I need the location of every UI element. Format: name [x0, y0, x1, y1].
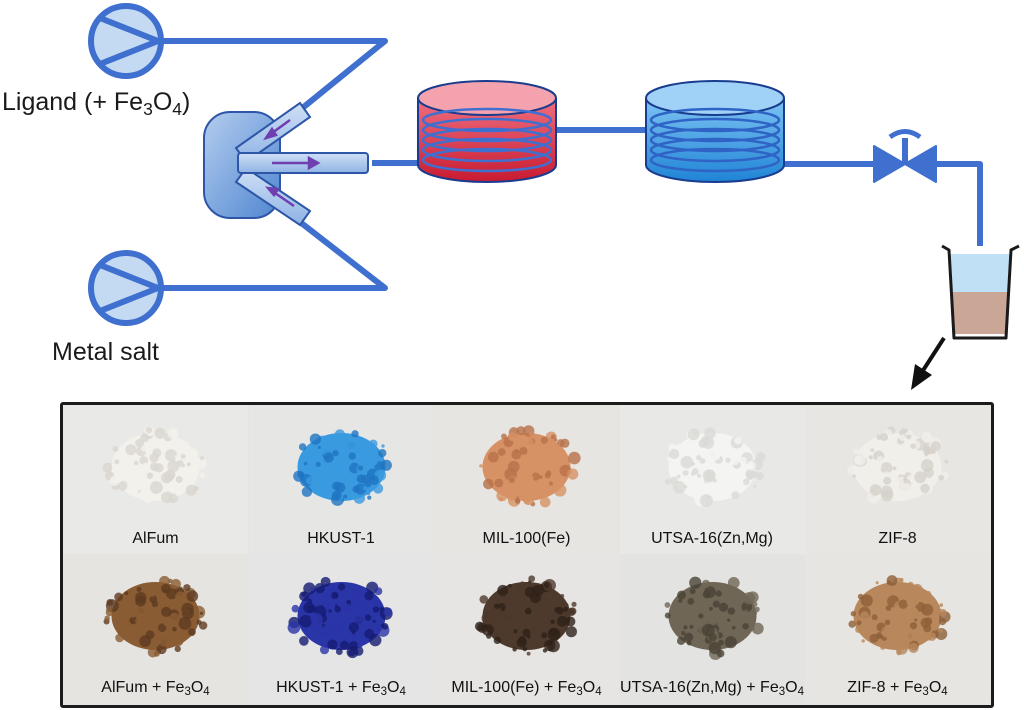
powder-pile-image — [847, 426, 949, 504]
sample-caption: AlFum — [63, 530, 248, 548]
sample-name: ZIF-8 + Fe — [847, 679, 923, 696]
powder-pile-image — [664, 576, 764, 661]
sample-photo: AlFum — [63, 405, 248, 554]
sample-name: AlFum — [132, 530, 179, 547]
powder-pile-image — [479, 425, 581, 508]
metal-salt-label: Metal salt — [52, 338, 159, 366]
sample-caption: ZIF-8 + Fe3O4 — [847, 679, 948, 698]
sample-name: UTSA-16(Zn,Mg) — [651, 530, 773, 547]
powder-pile-image — [848, 575, 951, 656]
ligand-pump-icon — [88, 3, 164, 79]
collection-beaker-icon — [941, 244, 1020, 340]
sample-photo: UTSA-16(Zn,Mg) + Fe3O4 — [619, 554, 805, 703]
cooling-reactor-icon — [645, 80, 785, 183]
sample-photo: HKUST-1 + Fe3O4 — [248, 554, 434, 703]
valve-icon — [873, 129, 937, 183]
sample-name: HKUST-1 — [307, 530, 375, 547]
powder-pile-image — [292, 429, 392, 506]
sample-name: UTSA-16(Zn,Mg) + Fe — [620, 679, 779, 696]
powder-pile-image — [474, 575, 577, 656]
sample-name: MIL-100(Fe) + Fe — [451, 679, 577, 696]
ligand-label: Ligand (+ Fe3O4) — [2, 88, 191, 119]
powder-pile-image — [287, 576, 393, 659]
flow-arrows — [263, 118, 321, 208]
sample-photo: MIL-100(Fe) — [434, 405, 619, 554]
tubing — [160, 38, 983, 291]
output-arrow-icon — [911, 336, 946, 390]
sample-photo-panel: AlFum HKUST-1 MIL-100(Fe) UTSA-16(Zn,Mg) ZIF… — [60, 402, 994, 708]
sample-name: HKUST-1 + Fe — [276, 679, 381, 696]
metal-salt-pump-icon — [88, 250, 164, 326]
powder-pile-image — [103, 575, 208, 658]
sample-caption: UTSA-16(Zn,Mg) — [620, 530, 805, 548]
powder-pile-image — [102, 426, 207, 504]
sample-caption: AlFum + Fe3O4 — [101, 679, 210, 698]
heated-reactor-icon — [417, 80, 557, 183]
sample-name: MIL-100(Fe) — [482, 530, 571, 547]
sample-name: ZIF-8 — [878, 530, 917, 547]
sample-photo: UTSA-16(Zn,Mg) — [619, 405, 805, 554]
sample-caption: ZIF-8 — [805, 530, 990, 548]
sample-photo: ZIF-8 — [805, 405, 990, 554]
sample-photo: MIL-100(Fe) + Fe3O4 — [434, 554, 619, 703]
sample-caption: HKUST-1 — [249, 530, 434, 548]
sample-caption: UTSA-16(Zn,Mg) + Fe3O4 — [620, 679, 804, 698]
sample-photo: ZIF-8 + Fe3O4 — [805, 554, 990, 703]
sample-caption: HKUST-1 + Fe3O4 — [276, 679, 406, 698]
sample-caption: MIL-100(Fe) — [434, 530, 619, 548]
powder-pile-image — [664, 427, 766, 508]
sample-name: AlFum + Fe — [101, 679, 185, 696]
sample-photo: HKUST-1 — [248, 405, 434, 554]
sample-photo: AlFum + Fe3O4 — [63, 554, 248, 703]
sample-caption: MIL-100(Fe) + Fe3O4 — [451, 679, 602, 698]
